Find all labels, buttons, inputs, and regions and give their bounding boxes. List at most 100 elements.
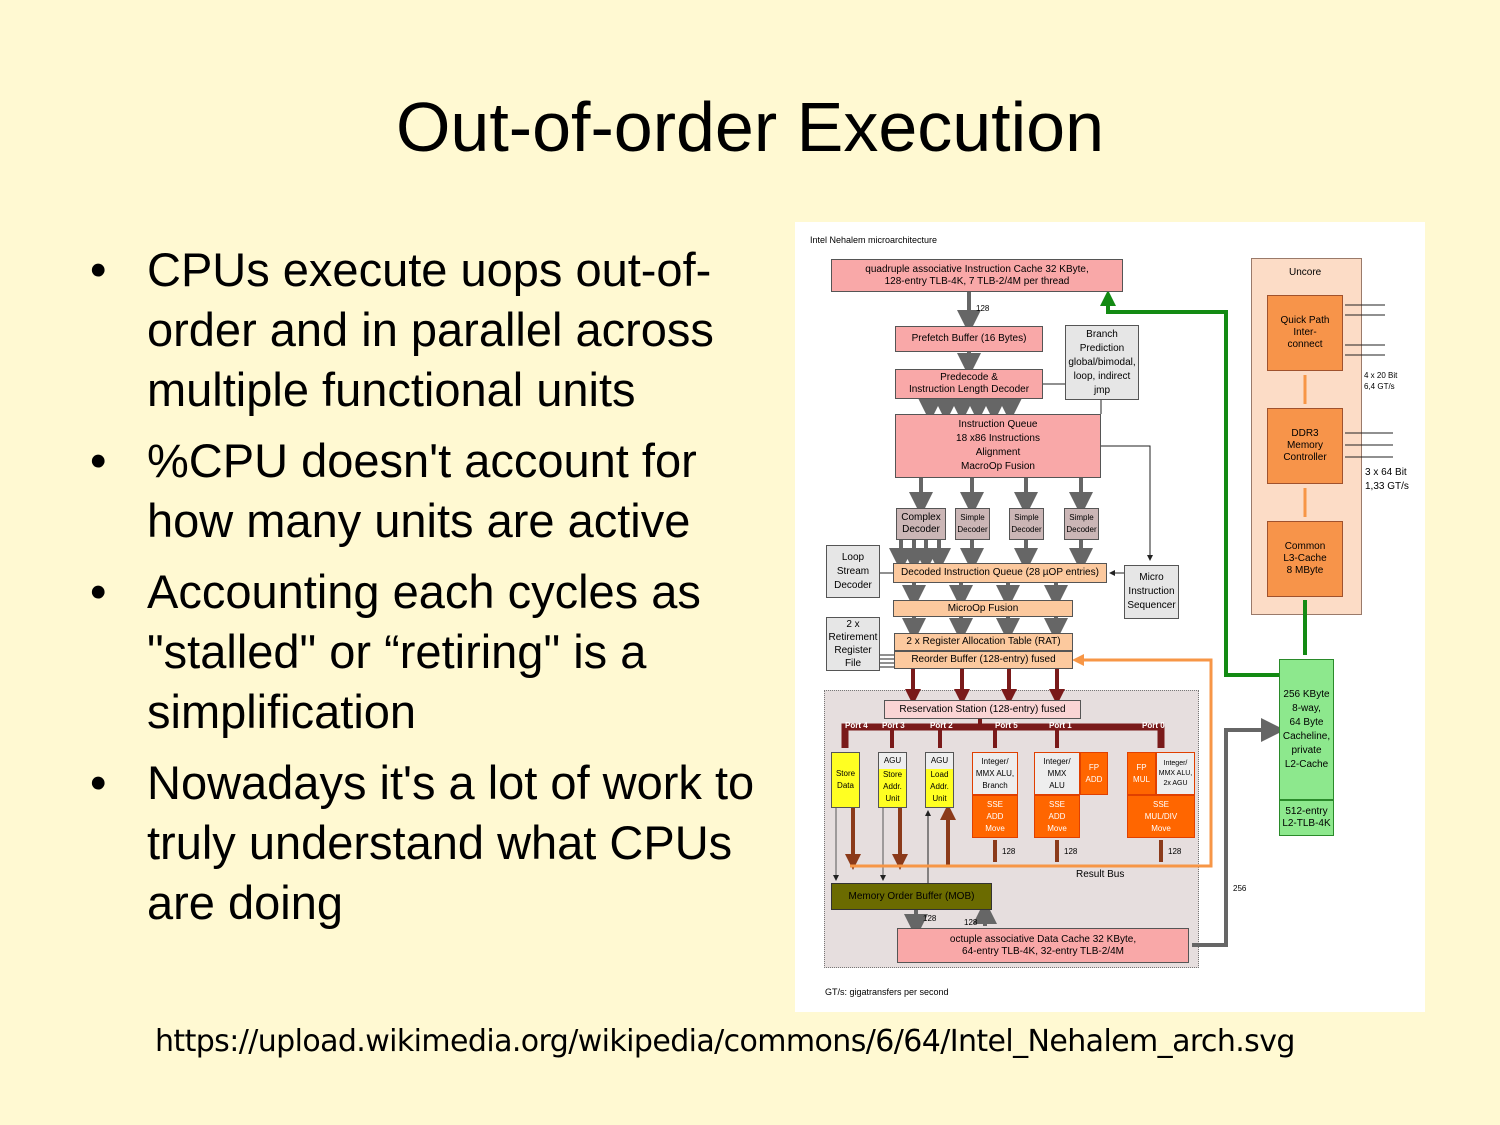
label: SSE — [986, 799, 1003, 809]
bullet-item: •%CPU doesn't account for how many units… — [90, 431, 757, 551]
label: Addr. — [883, 782, 902, 791]
rat-box: 2 x Register Allocation Table (RAT) — [894, 633, 1073, 651]
label: FP — [1136, 762, 1147, 772]
bullet-text: Nowadays it's a lot of work to truly und… — [147, 756, 755, 929]
label: Store — [835, 769, 856, 778]
label: MacroOp Fusion — [961, 461, 1035, 472]
label: Controller — [1283, 452, 1327, 463]
label: Unit — [885, 794, 900, 803]
diagram-footnote: GT/s: gigatransfers per second — [825, 987, 949, 997]
label: 8 MByte — [1286, 565, 1324, 576]
memory-order-buffer-box: Memory Order Buffer (MOB) — [831, 883, 992, 910]
label: Instruction — [1128, 586, 1175, 597]
label: 1,33 GT/s — [1365, 481, 1409, 492]
label: Decoder — [834, 579, 872, 591]
label: private — [1291, 744, 1322, 756]
label: 3 x 64 Bit — [1365, 467, 1407, 478]
label: Instruction Queue — [958, 419, 1038, 430]
port0-sse-unit: SSE MUL/DIV Move — [1127, 795, 1195, 838]
port-label: Port 1 — [1049, 721, 1072, 730]
port-label: Port 0 — [1142, 721, 1165, 730]
label: 18 x86 Instructions — [956, 433, 1040, 444]
agu-label: AGU — [879, 753, 906, 769]
bullet-item: •Accounting each cycles as "stalled" or … — [90, 562, 757, 742]
label: Simple — [960, 513, 985, 522]
bullet-text: CPUs execute uops out-of-order and in pa… — [147, 243, 714, 416]
label: Common — [1284, 541, 1326, 552]
label: Move — [1047, 823, 1067, 833]
label: Quick Path — [1280, 315, 1330, 326]
label: MUL/DIV — [1144, 811, 1178, 821]
label: Branch — [982, 780, 1008, 790]
label: Decoder — [1011, 525, 1042, 534]
label: DDR3 — [1291, 428, 1319, 439]
label: Micro — [1139, 572, 1164, 583]
label: L2-TLB-4K — [1282, 818, 1331, 829]
data-cache-box: octuple associative Data Cache 32 KByte,… — [897, 928, 1189, 963]
label: Store — [882, 770, 903, 779]
prefetch-buffer-box: Prefetch Buffer (16 Bytes) — [895, 326, 1043, 352]
label: global/bimodal, — [1068, 356, 1136, 368]
bus-width-label: 128 — [1064, 847, 1078, 856]
label: connect — [1287, 339, 1323, 350]
label: L3-Cache — [1283, 553, 1327, 564]
label: Load — [930, 770, 949, 779]
label: Complex — [901, 512, 941, 523]
reorder-buffer-box: Reorder Buffer (128-entry) fused — [894, 651, 1073, 669]
l2-bus-width-label: 256 — [1233, 884, 1247, 893]
label: Cacheline, — [1282, 730, 1331, 742]
label: L2-Cache — [1284, 758, 1329, 770]
label: Move — [985, 823, 1005, 833]
label: MMX — [1047, 768, 1067, 778]
label: Move — [1151, 823, 1171, 833]
result-bus-label: Result Bus — [1076, 869, 1125, 880]
label: Integer/ — [1043, 756, 1071, 766]
label: octuple associative Data Cache 32 KByte, — [949, 933, 1137, 945]
label: Simple — [1069, 513, 1094, 522]
label: 64-entry TLB-4K, 32-entry TLB-2/4M — [962, 945, 1124, 957]
label: Decoder — [957, 525, 988, 534]
label: ADD — [986, 811, 1004, 821]
label: Alignment — [975, 447, 1021, 458]
port0-integer-unit: Integer/MMX ALU,2x AGU — [1156, 752, 1195, 795]
bullet-text: Accounting each cycles as "stalled" or “… — [147, 565, 701, 738]
label: MUL — [1133, 774, 1150, 784]
label: 6,4 GT/s — [1364, 382, 1395, 391]
bullet-icon: • — [90, 756, 107, 809]
port-label: Port 5 — [995, 721, 1018, 730]
label: Stream — [836, 565, 870, 577]
label: ALU — [1049, 780, 1065, 790]
label: SSE — [1152, 799, 1169, 809]
label: Inter- — [1293, 327, 1317, 338]
label: Integer/ — [1163, 759, 1188, 767]
label: Data — [837, 781, 854, 790]
label: Integer/ — [981, 756, 1009, 766]
agu-label: AGU — [926, 753, 953, 769]
label: Retirement — [828, 632, 878, 643]
label: 256 KByte — [1283, 688, 1330, 700]
port-label: Port 4 — [845, 721, 868, 730]
label: FP — [1088, 762, 1100, 772]
port5-integer-unit: Integer/MMX ALU,Branch — [972, 752, 1018, 795]
source-url: https://upload.wikimedia.org/wikipedia/c… — [155, 1024, 1295, 1059]
label: 512-entry — [1285, 806, 1328, 817]
label: Unit — [932, 794, 947, 803]
predecode-box: Predecode &Instruction Length Decoder — [895, 369, 1043, 399]
reservation-station-box: Reservation Station (128-entry) fused — [884, 700, 1081, 719]
label: Prediction — [1079, 342, 1125, 354]
bullet-list: • CPUs execute uops out-of-order and in p… — [90, 240, 770, 944]
